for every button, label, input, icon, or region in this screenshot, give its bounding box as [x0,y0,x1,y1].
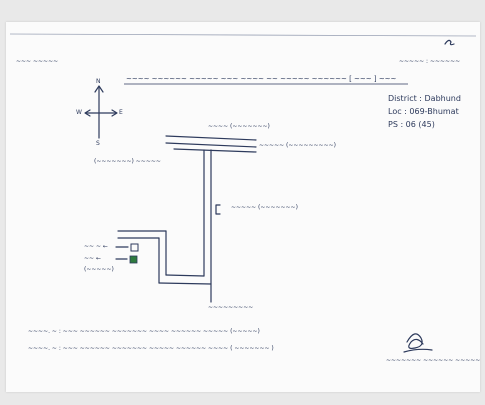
label-bottom: ~~~~~~~~~ [208,304,254,311]
branch-road [117,230,212,285]
loc-line: Loc : 069-Bhumat [388,107,459,116]
signature-caption: ~~~~~~~ ~~~~~~ ~~~~~~ [386,357,480,364]
top-rule [9,33,477,37]
polling-station-box-filled [129,255,138,264]
note-1: ~~~~. ~ : ~~~ ~~~~~~ ~~~~~~~ ~~~~ ~~~~~~… [28,328,260,335]
legend-label-2: ~~ ← [84,255,101,262]
vertical-road [203,149,212,303]
document-page: ~~~ ~~~~~ ~~~~~ : ~~~~~~ ~~~~ ~~~~~~ ~~~… [6,22,480,392]
legend-label-3: (~~~~~) [84,266,114,273]
compass-south: S [96,140,100,147]
legend-label-1: ~~ ~ ← [84,243,108,250]
compass-east: E [119,109,123,116]
main-road [165,135,257,153]
top-right-mark [444,39,455,46]
compass-west: W [76,109,82,116]
label-top: ~~~~ (~~~~~~~) [208,123,270,130]
ps-line: PS : 06 (45) [388,120,435,129]
note-2: ~~~~. ~ : ~~~ ~~~~~~ ~~~~~~~ ~~~~~ ~~~~~… [28,345,274,352]
signature [403,333,433,353]
polling-station-box-outline [130,243,139,252]
top-right-text: ~~~~~ : ~~~~~~ [399,58,461,65]
compass [84,85,118,139]
label-right-mid: ~~~~~ (~~~~~~~) [231,204,298,211]
top-left-text: ~~~ ~~~~~ [16,58,59,65]
label-top-right: ~~~~~ (~~~~~~~~~) [259,142,336,149]
bracket-mark [215,204,221,215]
compass-north: N [96,78,101,85]
label-left: (~~~~~~~) ~~~~~ [94,158,161,165]
hand-drawn-map [9,33,477,353]
page-title: ~~~~ ~~~~~~ ~~~~~ ~~~ ~~~~ ~~ ~~~~~ ~~~~… [126,75,397,83]
district-line: District : Dabhund [388,94,461,103]
